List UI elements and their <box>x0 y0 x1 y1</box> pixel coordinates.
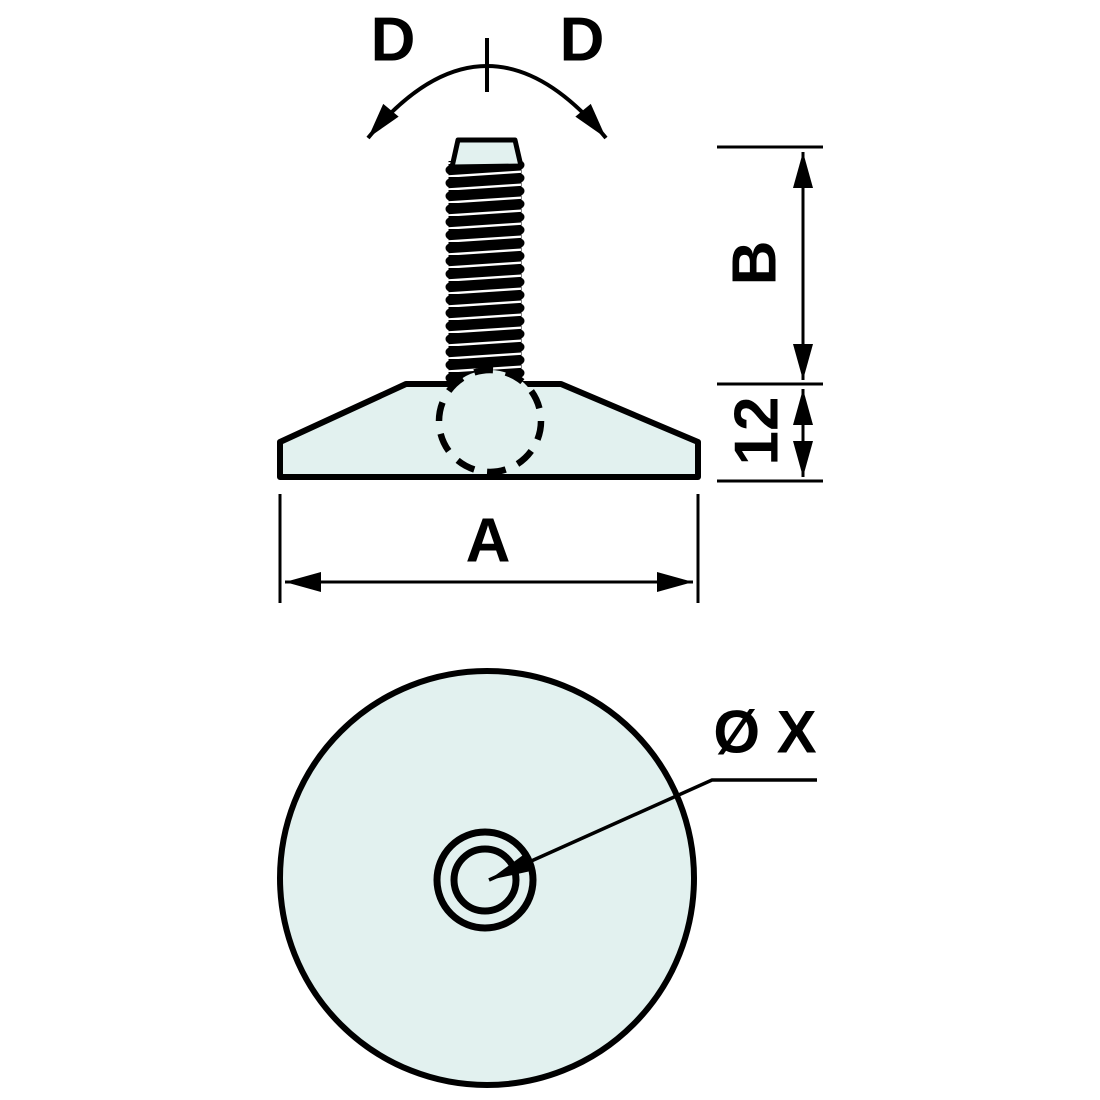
bottom-view: Ø X <box>277 668 817 1088</box>
diameter-leader-line <box>488 778 817 882</box>
stud-tip <box>449 137 524 170</box>
thread-crests-left <box>445 165 455 383</box>
dimension-12: 12 <box>717 389 823 483</box>
dimension-B: B <box>717 145 823 386</box>
rotation-arc <box>366 64 608 140</box>
foot-base-outline <box>277 668 697 1088</box>
threaded-stud <box>445 137 525 386</box>
side-view: D D B 12 A <box>277 6 823 603</box>
thread-shaft <box>448 161 522 386</box>
dim-label-B: B <box>721 241 790 286</box>
rotation-label-right: D <box>560 6 605 75</box>
rotation-label-left: D <box>371 6 416 75</box>
thread-crests-right <box>515 160 525 378</box>
socket-ring-inner <box>450 845 520 915</box>
diameter-label: Ø X <box>713 699 816 766</box>
dim-label-12: 12 <box>723 397 792 466</box>
rotation-indicator: D D <box>366 6 608 140</box>
hidden-socket-circle <box>435 366 545 476</box>
dimension-A: A <box>278 494 700 603</box>
dim-label-A: A <box>466 507 511 576</box>
socket-ring-outer <box>433 828 537 932</box>
